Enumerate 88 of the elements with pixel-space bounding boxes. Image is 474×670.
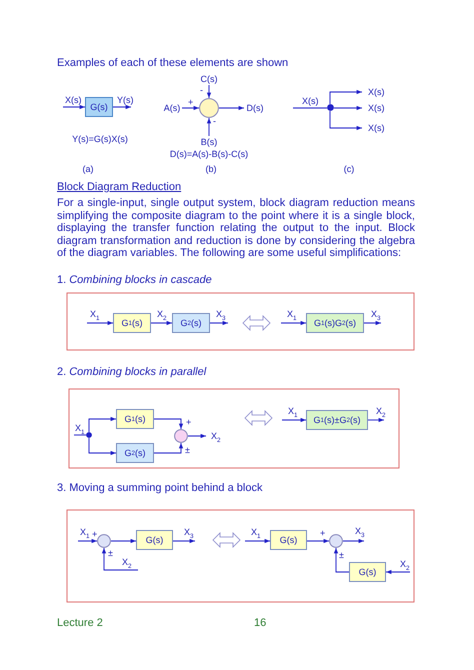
signal-arrow <box>112 104 132 110</box>
edge-label: X(s) <box>368 87 384 98</box>
edge-label: X$_{2}$ <box>211 431 221 446</box>
sign-label: + <box>92 529 98 540</box>
sign-label: ± <box>108 548 113 559</box>
edge-label: X$_{1}$ <box>251 527 261 542</box>
edge-label: X$_{1}$ <box>75 423 85 438</box>
signal-arrow <box>62 104 86 110</box>
signal-label: A(s) <box>162 102 182 114</box>
edge-label: X(s) <box>368 103 384 114</box>
signal-arrow <box>110 538 136 544</box>
edge-label: X$_{1}$ <box>80 527 90 542</box>
signal-arrow <box>154 418 184 430</box>
edge-label: X$_{2}$ <box>122 557 132 572</box>
summing-junction <box>97 534 111 548</box>
signal-arrow <box>368 418 384 422</box>
signal-arrow <box>88 416 116 432</box>
signal-arrow <box>188 434 206 438</box>
edge-label: X$_{3}$ <box>355 526 365 541</box>
edge-label: X$_{1}$ <box>90 309 100 324</box>
list-heading: 3. Moving a summing point behind a block <box>57 482 262 495</box>
signal-arrow <box>78 538 98 544</box>
signal-arrow <box>282 418 306 422</box>
signal-arrow <box>334 548 350 572</box>
edge-label: X$_{2}$ <box>400 559 410 574</box>
edge-label: X$_{3}$ <box>184 527 194 542</box>
footer-text: Lecture 2 <box>57 617 103 630</box>
edge-label: X$_{3}$ <box>371 309 381 324</box>
edge-label: + <box>188 97 194 108</box>
signal-arrow <box>206 84 212 98</box>
transfer-block: G(s) <box>349 562 386 582</box>
equation: Y(s)=G(s)X(s) <box>71 134 129 145</box>
list-heading: 2. Combining blocks in parallel <box>57 366 206 379</box>
signal-arrow <box>342 538 364 544</box>
signal-arrow <box>386 570 410 574</box>
caption: (c) <box>342 164 356 175</box>
signal-arrow <box>330 90 362 104</box>
section-heading: Block Diagram Reduction <box>57 181 182 194</box>
edge-label: - <box>213 116 216 127</box>
signal-line <box>74 434 86 436</box>
signal-label: D(s) <box>244 102 266 114</box>
caption: (a) <box>82 164 94 175</box>
edge-label: X(s) <box>302 96 318 107</box>
equation: D(s)=A(s)-B(s)-C(s) <box>168 149 250 160</box>
signal-arrow <box>154 442 184 454</box>
takeoff-point <box>327 104 334 111</box>
signal-arrow <box>330 110 362 130</box>
page-number: 16 <box>254 617 266 630</box>
edge-label: Y(s) <box>117 95 134 106</box>
summing-junction <box>199 98 219 118</box>
summing-junction <box>329 534 343 548</box>
edge-label: X$_{1}$ <box>288 406 298 421</box>
signal-arrow <box>218 106 244 110</box>
signal-arrow <box>206 118 212 136</box>
takeoff-point <box>86 432 92 438</box>
signal-arrow <box>88 438 116 456</box>
signal-arrow <box>280 320 306 326</box>
signal-arrow <box>334 106 362 110</box>
list-heading: 1. Combining blocks in cascade <box>57 274 212 287</box>
edge-label: X$_{3}$ <box>216 309 226 324</box>
intro-text: Examples of each of these elements are shown <box>57 57 288 70</box>
edge-label: + <box>186 417 192 428</box>
edge-label: ± <box>185 445 190 456</box>
edge-label: - <box>200 85 203 96</box>
signal-arrow <box>86 320 114 326</box>
edge-label: X(s) <box>65 95 82 106</box>
transfer-block: G(s) <box>136 530 173 550</box>
signal-arrow <box>244 538 270 544</box>
signal-arrow <box>364 320 382 326</box>
signal-arrow <box>210 320 228 326</box>
edge-label: X$_{2}$ <box>157 309 167 324</box>
signal-label: B(s) <box>198 136 220 148</box>
transfer-block: G(s) <box>85 97 113 117</box>
signal-label: C(s) <box>198 73 220 85</box>
signal-arrow <box>150 320 172 326</box>
edge-label: X(s) <box>368 123 384 134</box>
signal-arrow <box>306 538 330 544</box>
summing-junction <box>174 429 188 443</box>
signal-arrow <box>182 106 200 110</box>
edge-label: X$_{1}$ <box>287 309 297 324</box>
signal-arrow <box>172 538 196 544</box>
caption: (b) <box>204 164 218 175</box>
transfer-block: G(s) <box>270 530 307 550</box>
sign-label: + <box>320 528 326 539</box>
sign-label: ± <box>339 550 344 561</box>
edge-label: X$_{2}$ <box>376 406 386 421</box>
paragraph: For a single-input, single output system, block diagram reduction means simplifying the composite diagram to the point where it is a single block, displaying the transfer function relating the output to the input. Block diagram transformation and reduction is done by considering the algebra of the diagram variables. The following are some useful simplifications: <box>57 197 415 260</box>
signal-arrow <box>102 548 138 570</box>
